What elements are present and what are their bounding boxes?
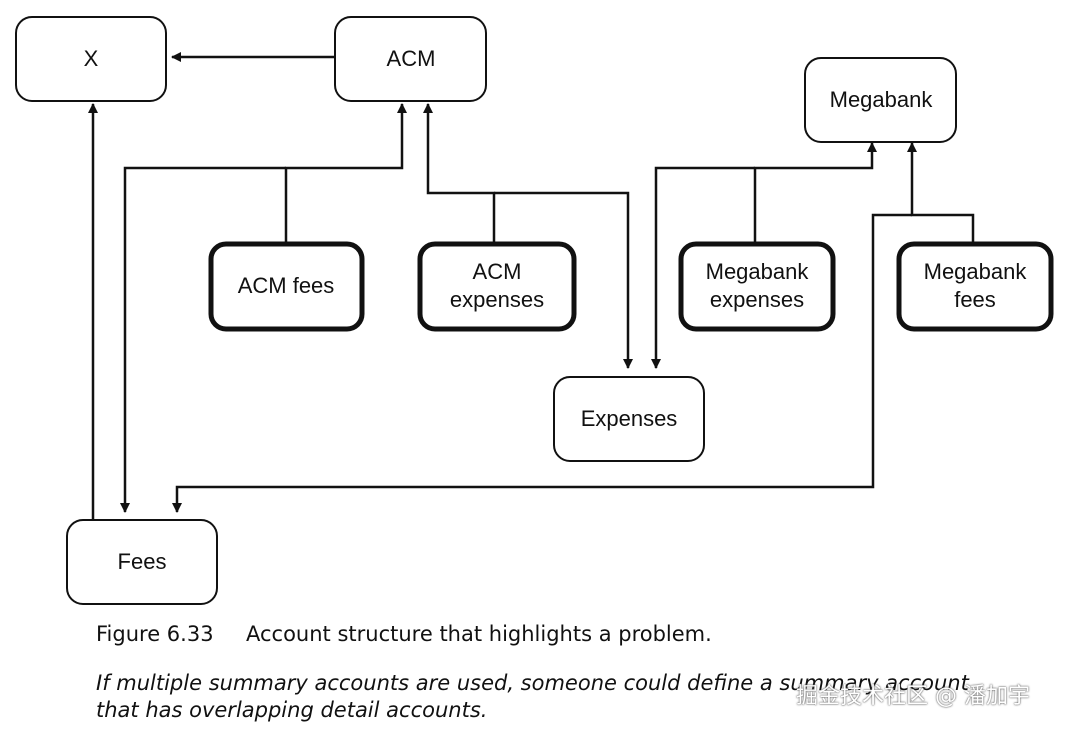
edge-megabank-fees-to-megabank [907, 142, 975, 244]
acm-expenses-label-line2: expenses [450, 287, 544, 312]
edge-megabank-expenses-to-expenses [651, 166, 755, 369]
fees-label: Fees [118, 549, 167, 574]
edge-acm-expenses-to-acm [423, 103, 496, 244]
megabank-fees-label-line2: fees [954, 287, 996, 312]
megabank-expenses-label-line2: expenses [710, 287, 804, 312]
x-label: X [84, 46, 99, 71]
megabank-box [804, 57, 957, 143]
expenses-label: Expenses [581, 406, 678, 431]
acm-fees-label: ACM fees [238, 273, 335, 298]
caption-body-line-2: that has overlapping detail accounts. [96, 698, 488, 722]
figure-caption-title: Figure 6.33 Account structure that highli… [96, 622, 712, 646]
acm-expenses-box [417, 241, 577, 332]
acm-label: ACM [387, 46, 436, 71]
fees-box [66, 519, 218, 605]
figure-number: Figure 6.33 [96, 622, 214, 646]
acm-box [334, 16, 487, 102]
megabank-fees-box [896, 241, 1054, 332]
watermark: 掘金技术社区 @ 潘加宇 [796, 684, 1030, 709]
edge-acm-expenses-to-expenses [494, 191, 633, 369]
acm-fees-box [208, 241, 365, 332]
edge-acm-fees-to-fees [120, 166, 286, 513]
figure-caption-body: If multiple summary accounts are used, s… [96, 670, 969, 724]
megabank-fees-label-line1: Megabank [924, 259, 1028, 284]
edge-megabank-expenses-to-megabank [753, 142, 877, 244]
megabank-label: Megabank [830, 87, 934, 112]
figure-title: Account structure that highlights a prob… [246, 622, 712, 646]
edge-megabank-fees-to-fees [172, 213, 912, 513]
caption-body-line-1: If multiple summary accounts are used, s… [96, 671, 969, 695]
edge-acm-fees-to-acm [284, 103, 407, 244]
acm-expenses-label-line1: ACM [473, 259, 522, 284]
account-structure-diagram: X ACM Megabank ACM fees ACM expenses Meg… [15, 16, 1054, 605]
megabank-expenses-box [678, 241, 836, 332]
x-box [15, 16, 167, 102]
expenses-box [553, 376, 705, 462]
megabank-expenses-label-line1: Megabank [706, 259, 810, 284]
